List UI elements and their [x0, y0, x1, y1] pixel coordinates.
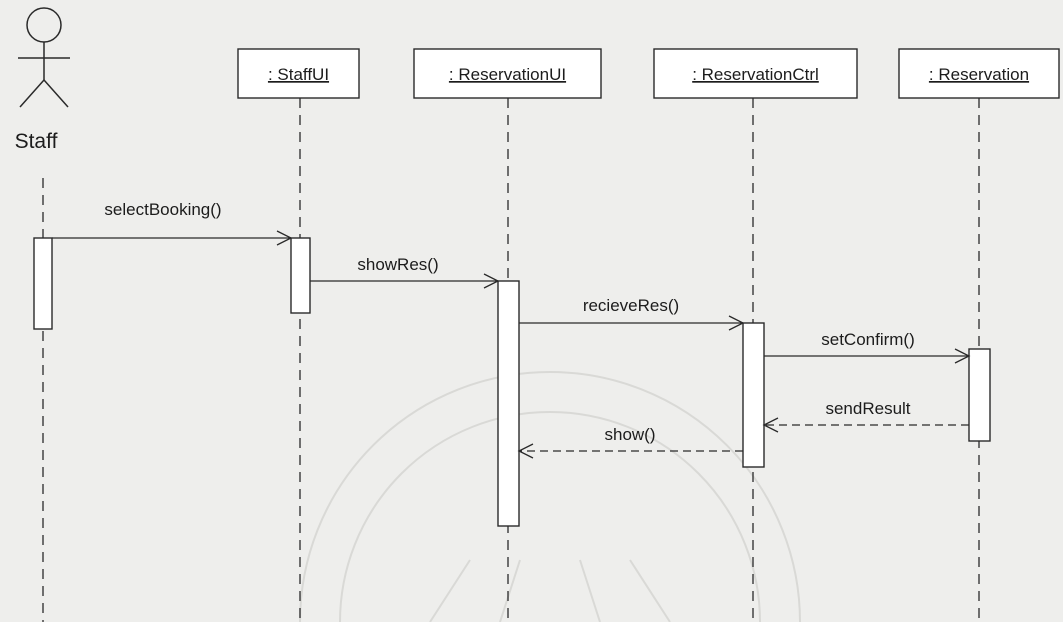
activation-bar-staff	[33, 237, 53, 330]
activation-bar-staffui	[290, 237, 311, 314]
object-label: : ReservationCtrl	[692, 65, 819, 84]
arrowhead-icon	[517, 443, 534, 459]
actor-staff: Staff	[15, 7, 70, 153]
message-show: show()	[517, 425, 743, 459]
watermark	[299, 371, 801, 622]
arrowhead-icon	[728, 315, 745, 331]
arrowhead-icon	[762, 417, 779, 433]
message-label: showRes()	[357, 255, 438, 274]
activation-bar-reservationui	[497, 280, 520, 527]
message-setconfirm: setConfirm()	[764, 330, 971, 364]
message-label: show()	[604, 425, 655, 444]
object-reservationui: : ReservationUI	[413, 48, 602, 99]
object-label: : Reservation	[929, 65, 1029, 84]
activation-bar-reservationctrl	[742, 322, 765, 468]
object-label: : ReservationUI	[449, 65, 566, 84]
message-selectbooking: selectBooking()	[52, 200, 293, 246]
message-label: setConfirm()	[821, 330, 915, 349]
activation-bar-reservation	[968, 348, 991, 442]
arrowhead-icon	[483, 273, 500, 289]
stick-figure-icon	[18, 7, 70, 108]
message-label: sendResult	[825, 399, 910, 418]
message-showres: showRes()	[310, 255, 500, 289]
object-reservation: : Reservation	[898, 48, 1060, 99]
actor-label: Staff	[15, 130, 58, 153]
arrowhead-icon	[276, 230, 293, 246]
object-reservationctrl: : ReservationCtrl	[653, 48, 858, 99]
arrowhead-icon	[954, 348, 971, 364]
message-recieveres: recieveRes()	[519, 296, 745, 331]
message-label: recieveRes()	[583, 296, 679, 315]
object-label: : StaffUI	[268, 65, 329, 84]
message-sendresult: sendResult	[762, 399, 969, 433]
message-label: selectBooking()	[104, 200, 221, 219]
object-staffui: : StaffUI	[237, 48, 360, 99]
